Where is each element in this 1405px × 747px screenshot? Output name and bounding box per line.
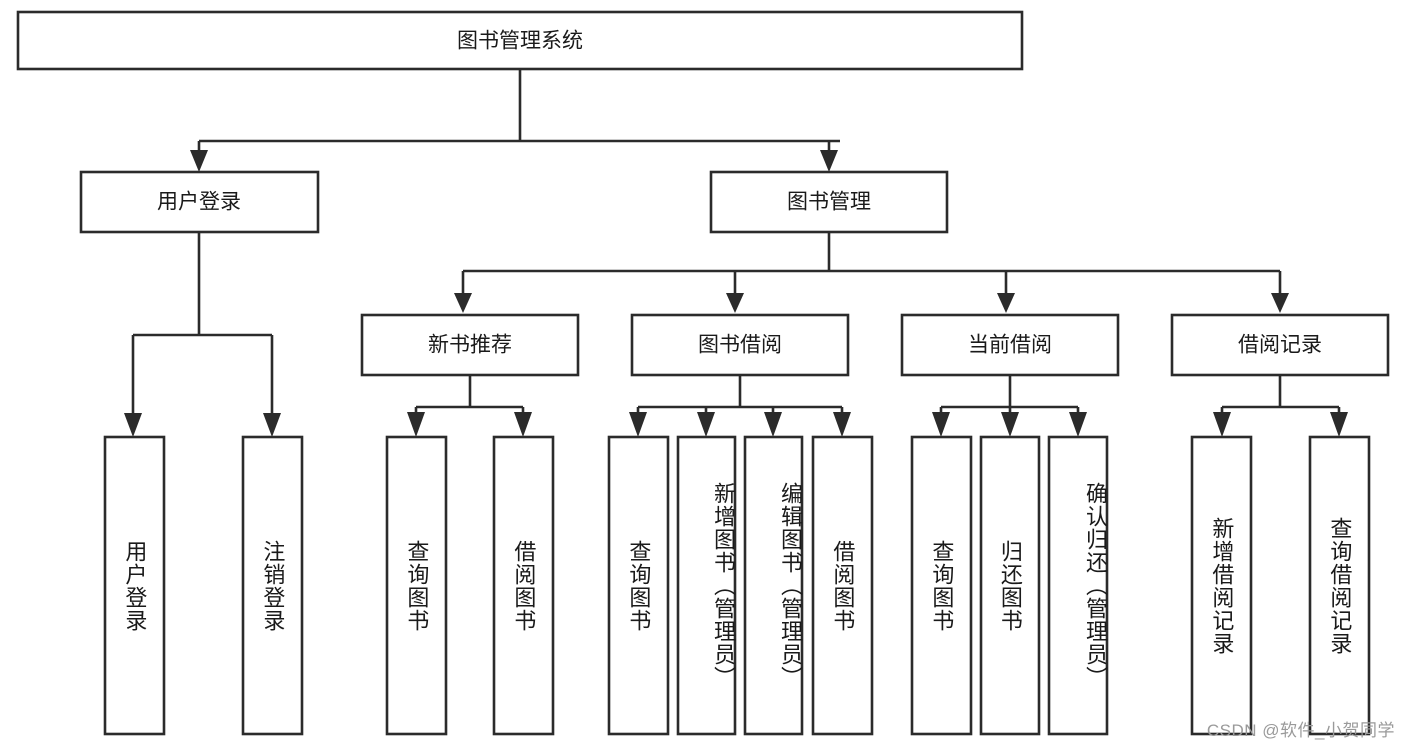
arrow-head-borrow-record xyxy=(1271,293,1289,313)
node-new-book-recommend[interactable]: 新书推荐 xyxy=(360,313,580,377)
arrow-head-leaf-query-book-3 xyxy=(932,412,950,437)
node-book-borrow[interactable]: 图书借阅 xyxy=(630,313,850,377)
arrow-head-new-book-recommend xyxy=(454,293,472,313)
connector-group-book-manage-children xyxy=(454,233,1289,313)
node-borrow-record[interactable]: 借阅记录 xyxy=(1170,313,1390,377)
node-borrow-record-label: 借阅记录 xyxy=(1238,334,1322,357)
arrow-head-leaf-add-book xyxy=(697,412,715,437)
node-root-box[interactable] xyxy=(16,10,1024,71)
node-leaf-add-record-box[interactable] xyxy=(1190,435,1253,736)
node-current-borrow-label: 当前借阅 xyxy=(968,334,1052,357)
node-current-borrow-box[interactable] xyxy=(900,313,1120,377)
node-leaf-return-book-box[interactable] xyxy=(979,435,1041,736)
arrow-head-current-borrow xyxy=(997,293,1015,313)
node-root[interactable]: 图书管理系统 xyxy=(16,10,1024,71)
leaf-boxes xyxy=(103,435,1371,736)
arrow-head-leaf-query-book-2 xyxy=(629,412,647,437)
arrow-head-leaf-confirm-return xyxy=(1069,412,1087,437)
node-leaf-query-book-1-box[interactable] xyxy=(385,435,448,736)
csdn-watermark: CSDN @软件_小贺同学 xyxy=(1206,721,1395,740)
arrow-head-user-login xyxy=(190,150,208,172)
connector-group-user-login-children xyxy=(124,233,281,437)
node-leaf-query-record-box[interactable] xyxy=(1308,435,1371,736)
connector-group-new-book-recommend-children xyxy=(407,376,532,437)
node-new-book-recommend-box[interactable] xyxy=(360,313,580,377)
connector-group-borrow-record-children xyxy=(1213,376,1348,437)
node-root-label: 图书管理系统 xyxy=(457,30,583,53)
arrow-head-leaf-logout-login xyxy=(263,413,281,437)
arrow-head-leaf-borrow-book-2 xyxy=(833,412,851,437)
arrow-head-leaf-add-record xyxy=(1213,412,1231,437)
arrow-head-book-manage xyxy=(820,150,838,172)
node-leaf-query-book-2-box[interactable] xyxy=(607,435,670,736)
connector-group-current-borrow-children xyxy=(932,376,1087,437)
node-leaf-borrow-book-2-box[interactable] xyxy=(811,435,874,736)
node-leaf-confirm-return-box[interactable] xyxy=(1047,435,1109,736)
connector-group-book-borrow-children xyxy=(629,376,851,437)
arrow-head-leaf-user-login xyxy=(124,413,142,437)
node-user-login-box[interactable] xyxy=(79,170,320,234)
connector-group-root-to-level2 xyxy=(190,69,840,172)
node-current-borrow[interactable]: 当前借阅 xyxy=(900,313,1120,377)
node-book-manage-box[interactable] xyxy=(709,170,949,234)
node-book-borrow-label: 图书借阅 xyxy=(698,334,782,357)
node-new-book-recommend-label: 新书推荐 xyxy=(428,334,512,357)
node-leaf-logout-login-box[interactable] xyxy=(241,435,304,736)
node-borrow-record-box[interactable] xyxy=(1170,313,1390,377)
node-leaf-edit-book-box[interactable] xyxy=(743,435,804,736)
node-user-login[interactable]: 用户登录 xyxy=(79,170,320,234)
arrow-head-leaf-return-book xyxy=(1001,412,1019,437)
node-book-borrow-box[interactable] xyxy=(630,313,850,377)
node-book-manage[interactable]: 图书管理 xyxy=(709,170,949,234)
node-leaf-borrow-book-1-box[interactable] xyxy=(492,435,555,736)
arrow-head-leaf-query-book-1 xyxy=(407,412,425,437)
node-leaf-add-book-box[interactable] xyxy=(676,435,737,736)
node-book-manage-label: 图书管理 xyxy=(787,191,871,214)
arrow-head-leaf-query-record xyxy=(1330,412,1348,437)
arrow-head-leaf-borrow-book-1 xyxy=(514,412,532,437)
node-leaf-user-login-box[interactable] xyxy=(103,435,166,736)
node-leaf-query-book-3-box[interactable] xyxy=(910,435,973,736)
arrow-head-leaf-edit-book xyxy=(764,412,782,437)
arrow-head-book-borrow xyxy=(726,293,744,313)
node-user-login-label: 用户登录 xyxy=(157,191,241,214)
